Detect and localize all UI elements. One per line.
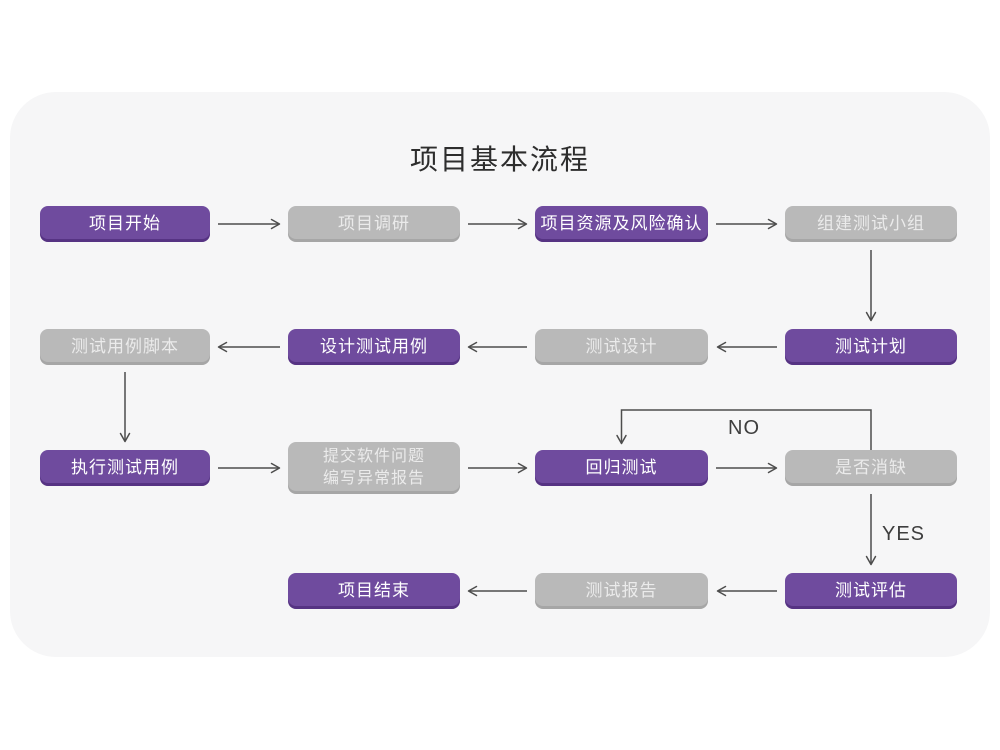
node-build-test-team: 组建测试小组 [785, 206, 957, 242]
node-test-evaluation: 测试评估 [785, 573, 957, 609]
node-design-test-case: 设计测试用例 [288, 329, 460, 365]
page-title: 项目基本流程 [409, 144, 590, 175]
node-test-report: 测试报告 [535, 573, 708, 609]
node-resource-risk-confirm: 项目资源及风险确认 [535, 206, 708, 242]
node-test-case-script: 测试用例脚本 [40, 329, 210, 365]
node-test-plan: 测试计划 [785, 329, 957, 365]
node-project-end: 项目结束 [288, 573, 460, 609]
node-project-research: 项目调研 [288, 206, 460, 242]
node-execute-test-case: 执行测试用例 [40, 450, 210, 486]
flowchart-card [10, 92, 990, 657]
node-project-start: 项目开始 [40, 206, 210, 242]
node-test-design: 测试设计 [535, 329, 708, 365]
node-regression-test: 回归测试 [535, 450, 708, 486]
node-defect-resolved-decision: 是否消缺 [785, 450, 957, 486]
node-submit-issue-report: 提交软件问题 编写异常报告 [288, 442, 460, 494]
